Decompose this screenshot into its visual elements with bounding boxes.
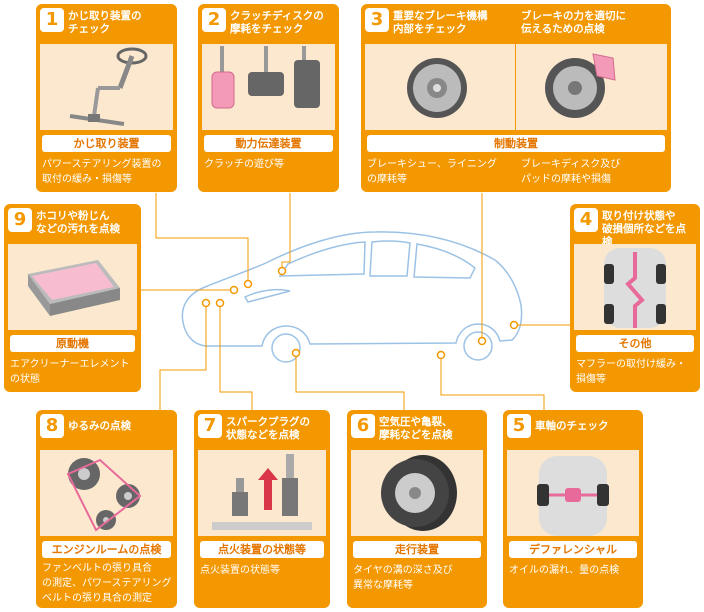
card-description: ファンベルトの張り具合 の測定、パワーステアリング ベルトの張り具合の測定 [42, 563, 172, 604]
card-engine-room: 8 ゆるみの点検 エンジンルームの点検 ファンベルトの張り具合 の測定、パワース… [36, 410, 177, 608]
card-number: 8 [40, 414, 64, 438]
card-title-right: ブレーキの力を適切に 伝えるための点検 [521, 10, 626, 35]
connector-lines [141, 193, 570, 410]
card-picture [40, 450, 173, 536]
card-category: 走行装置 [353, 541, 481, 558]
card-description-right: ブレーキディスク及び パッドの摩耗や損傷 [521, 159, 621, 185]
card-picture [507, 450, 639, 536]
card-description: エアクリーナーエレメント の状態 [10, 359, 130, 385]
card-number: 2 [202, 8, 226, 32]
card-category: デファレンシャル [509, 541, 637, 558]
card-description: パワーステアリング装置の 取付の緩み・損傷等 [42, 159, 162, 185]
card-number: 6 [351, 414, 375, 438]
card-category: エンジンルームの点検 [42, 541, 171, 558]
card-picture [8, 244, 137, 330]
card-clutch: 2 クラッチディスクの 摩耗をチェック 動力伝達装置 クラッチの遊び等 [198, 4, 339, 192]
card-description-left: ブレーキシュー、ライニング の摩耗等 [367, 159, 497, 185]
card-number: 9 [8, 208, 32, 232]
card-category: その他 [576, 335, 694, 352]
card-description: クラッチの遊び等 [204, 159, 284, 170]
card-picture [365, 44, 667, 130]
differential-icon [537, 456, 609, 536]
tire-icon [381, 455, 457, 531]
card-number: 3 [365, 8, 389, 32]
card-number: 5 [507, 414, 531, 438]
card-description: 点火装置の状態等 [200, 565, 280, 576]
card-category: 動力伝達装置 [204, 135, 333, 152]
card-title: 車軸のチェック [535, 420, 609, 432]
card-other: 4 取り付け状態や 破損個所などを点検 その他 マフラーの取付け緩み・ 損傷等 [570, 204, 700, 392]
card-description: タイヤの溝の深さ及び 異常な摩耗等 [353, 565, 453, 591]
card-number: 4 [574, 208, 598, 232]
card-steering: 1 かじ取り装置の チェック かじ取り装置 パワーステアリング装置の 取付の緩み… [36, 4, 177, 192]
card-picture [351, 450, 483, 536]
fan-belt-icon [66, 458, 142, 532]
card-picture [40, 44, 173, 130]
car-outline [181, 231, 523, 363]
card-category: かじ取り装置 [42, 135, 171, 152]
pedals-icon [211, 46, 320, 109]
card-title: クラッチディスクの 摩耗をチェック [230, 10, 324, 35]
spark-plug-icon [212, 454, 312, 530]
card-picture [202, 44, 335, 130]
card-title: 取り付け状態や 破損個所などを点検 [602, 210, 686, 248]
steering-wheel-icon [69, 47, 148, 126]
card-differential: 5 車軸のチェック デファレンシャル オイルの漏れ、量の点検 [503, 410, 643, 608]
inspection-points [201, 266, 519, 360]
card-description: オイルの漏れ、量の点検 [509, 565, 620, 576]
muffler-icon [604, 248, 666, 328]
card-engine: 9 ホコリや粉じん などの汚れを点検 原動機 エアクリーナーエレメント の状態 [4, 204, 141, 392]
card-title-left: 重要なブレーキ機構 内部をチェック [393, 10, 488, 35]
card-picture [574, 244, 696, 330]
disc-brake-icon [545, 53, 616, 118]
card-title: スパークプラグの 状態などを点検 [226, 416, 310, 441]
card-title: ホコリや粉じん などの汚れを点検 [36, 210, 120, 235]
card-number: 1 [40, 8, 64, 32]
card-number: 7 [198, 414, 222, 438]
card-category: 原動機 [10, 335, 135, 352]
card-brake: 3 重要なブレーキ機構 内部をチェック ブレーキの力を適切に 伝えるための点検 … [361, 4, 671, 192]
card-ignition: 7 スパークプラグの 状態などを点検 点火装置の状態等 点火装置の状態等 [194, 410, 330, 608]
card-picture [198, 450, 326, 536]
card-title: かじ取り装置の チェック [68, 10, 142, 35]
card-running-gear: 6 空気圧や亀裂、 摩耗などを点検 走行装置 タイヤの溝の深さ及び 異常な摩耗等 [347, 410, 487, 608]
air-filter-icon [28, 260, 120, 316]
card-title: 空気圧や亀裂、 摩耗などを点検 [379, 416, 453, 441]
divider [515, 44, 516, 130]
card-category: 点火装置の状態等 [200, 541, 324, 558]
card-description: マフラーの取付け緩み・ 損傷等 [576, 359, 686, 385]
card-category: 制動装置 [367, 135, 665, 152]
card-title: ゆるみの点検 [68, 420, 131, 432]
brake-drum-icon [407, 58, 467, 118]
